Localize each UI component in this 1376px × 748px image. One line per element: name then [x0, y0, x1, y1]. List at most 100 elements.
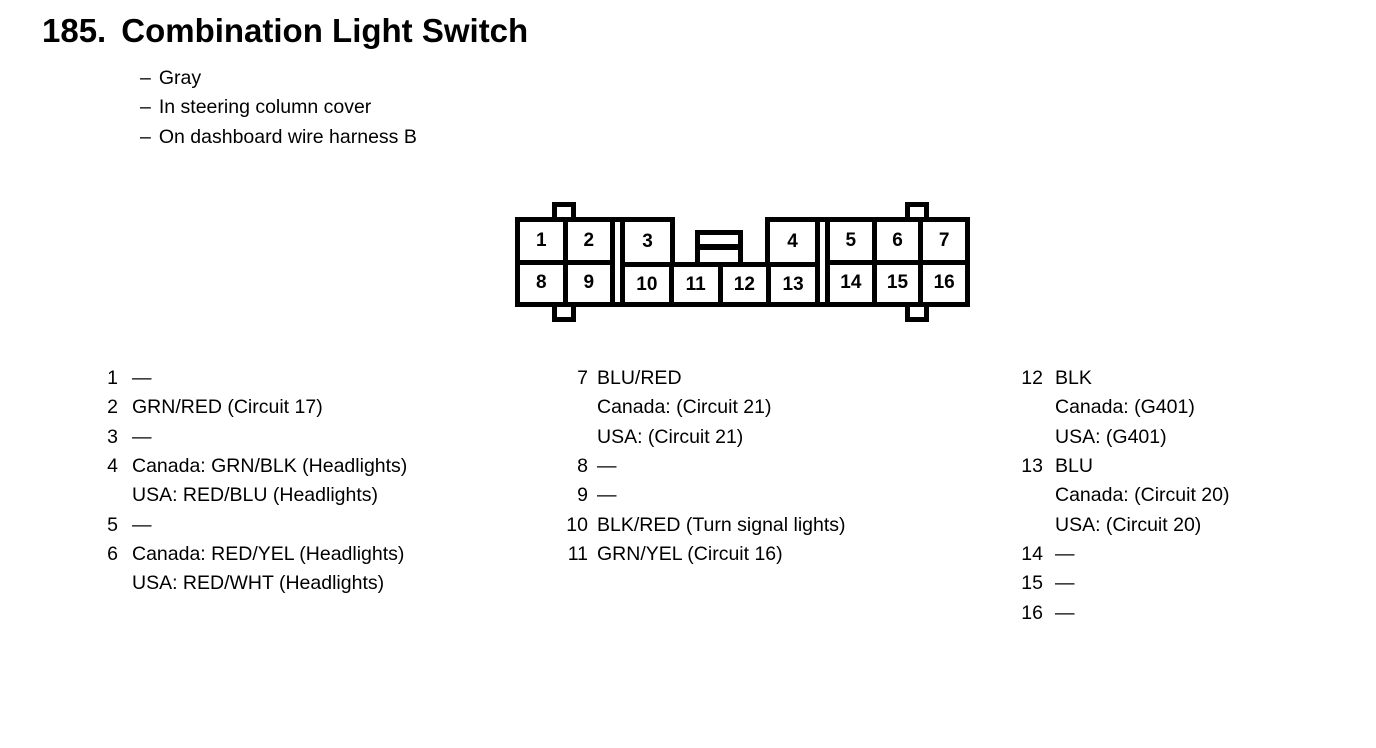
- pin-description-line: USA: RED/WHT (Headlights): [132, 572, 385, 595]
- connector-latch: [695, 230, 743, 267]
- connector-cell-5: 5: [830, 222, 872, 260]
- pin-description: GRN/RED (Circuit 17): [132, 393, 323, 422]
- pin-description-line: Canada: GRN/BLK (Headlights): [132, 455, 408, 478]
- bullet-dash: –: [140, 125, 151, 148]
- connector-cell-8: 8: [520, 264, 563, 302]
- connector-edge-patch: [818, 217, 827, 222]
- pin-description: BLK Canada: (G401) USA: (G401): [1055, 364, 1195, 452]
- bullet-dash: –: [140, 67, 151, 89]
- pin-description: —: [132, 423, 152, 452]
- connector-edge-patch: [818, 302, 827, 307]
- connector-cell-9: 9: [567, 264, 610, 302]
- connector-cell-6: 6: [876, 222, 919, 260]
- pin-description-line: USA: (G401): [1055, 425, 1167, 448]
- pin-number: 12: [1021, 367, 1043, 389]
- pin-description: —: [597, 452, 617, 481]
- note-text: In steering column cover: [158, 96, 372, 119]
- connector-cell-13: 13: [771, 267, 815, 302]
- pin-description: BLU/RED Canada: (Circuit 21) USA: (Circuit…: [597, 364, 772, 452]
- pin-description: GRN/YEL (Circuit 16): [597, 540, 783, 569]
- pin-entry-10: 10 BLK/RED (Turn signal lights): [561, 511, 846, 540]
- pin-number: 15: [1021, 572, 1043, 595]
- connector-cell-1: 1: [520, 222, 563, 260]
- pin-description-line: —: [1055, 572, 1075, 595]
- pin-description: BLU Canada: (Circuit 20) USA: (Circuit 20): [1055, 452, 1230, 540]
- connector-cell-2: 2: [567, 222, 610, 260]
- pin-description-line: Canada: (G401): [1055, 396, 1195, 419]
- pin-description: BLK/RED (Turn signal lights): [597, 511, 846, 540]
- page-title: 185. Combination Light Switch: [42, 12, 528, 50]
- pin-number: 16: [1021, 601, 1043, 624]
- note-item: –On dashboard wire harness B: [140, 123, 417, 152]
- pin-description-line: —: [132, 367, 152, 389]
- pin-description-line: BLU: [1055, 455, 1093, 478]
- pin-number: 11: [567, 543, 588, 566]
- connector-cell-4: 4: [765, 217, 820, 267]
- pin-number: 9: [577, 484, 588, 507]
- pin-description: —: [1055, 540, 1075, 569]
- pin-description-line: Canada: (Circuit 21): [597, 396, 772, 419]
- note-text: On dashboard wire harness B: [158, 125, 417, 148]
- pin-entry-14: 14 —: [1019, 540, 1230, 569]
- notes-list: –Gray–In steering column cover–On dashbo…: [140, 64, 417, 152]
- pin-entry-15: 15 —: [1019, 569, 1230, 598]
- pin-entry-2: 2 GRN/RED (Circuit 17): [96, 393, 407, 422]
- pin-description: —: [132, 511, 152, 540]
- pin-number: 3: [107, 425, 118, 448]
- pin-entry-6: 6 Canada: RED/YEL (Headlights)USA: RED/WH…: [96, 540, 407, 599]
- pin-description-line: —: [597, 484, 617, 507]
- pin-description-line: —: [1055, 601, 1075, 624]
- pin-number: 14: [1021, 543, 1043, 566]
- connector-cell-16: 16: [923, 264, 965, 302]
- pin-description-line: —: [132, 513, 152, 536]
- connector-cell-3: 3: [620, 217, 675, 267]
- pin-entry-9: 9—: [561, 481, 846, 510]
- connector-cell-10: 10: [625, 267, 669, 302]
- pin-description: —: [597, 481, 617, 510]
- pin-entry-5: 5—: [96, 511, 407, 540]
- pin-description: Canada: GRN/BLK (Headlights) USA: RED/BLU…: [132, 452, 407, 511]
- pin-description-line: BLK/RED (Turn signal lights): [597, 513, 846, 536]
- title-text: Combination Light Switch: [121, 12, 529, 49]
- section-number: 185.: [42, 12, 107, 49]
- connector-cell-12: 12: [722, 267, 767, 302]
- pin-description-line: Canada: (Circuit 20): [1055, 484, 1230, 507]
- connector-edge-patch: [613, 217, 622, 222]
- connector-latch-bar: [700, 244, 738, 250]
- pin-description: Canada: RED/YEL (Headlights)USA: RED/WHT…: [132, 540, 404, 599]
- note-item: –In steering column cover: [140, 93, 417, 122]
- pin-number: 10: [566, 513, 588, 536]
- pin-entry-11: 11 GRN/YEL (Circuit 16): [561, 540, 846, 569]
- connector-cell-7: 7: [923, 222, 965, 260]
- pin-entry-8: 8—: [561, 452, 846, 481]
- pin-number: 6: [107, 543, 118, 566]
- pin-description-line: USA: (Circuit 21): [597, 425, 744, 448]
- pin-description-line: BLK: [1055, 367, 1092, 389]
- pin-description-line: USA: (Circuit 20): [1055, 513, 1202, 536]
- connector-cell-11: 11: [673, 267, 718, 302]
- connector-cell-15: 15: [876, 264, 919, 302]
- pin-description-line: GRN/RED (Circuit 17): [132, 396, 323, 419]
- pin-description: —: [1055, 599, 1075, 628]
- pin-number: 1: [107, 367, 118, 389]
- note-item: –Gray: [140, 64, 417, 93]
- bullet-dash: –: [140, 96, 151, 119]
- pin-entry-1: 1—: [96, 364, 407, 393]
- pin-number: 8: [577, 455, 588, 478]
- pin-description: —: [132, 364, 152, 393]
- pin-entry-16: 16 —: [1019, 599, 1230, 628]
- pin-description-line: BLU/RED: [597, 367, 682, 389]
- connector-cell-14: 14: [830, 264, 872, 302]
- pin-description-line: USA: RED/BLU (Headlights): [132, 484, 378, 507]
- pin-description-line: —: [597, 455, 617, 478]
- pin-number: 2: [107, 396, 118, 419]
